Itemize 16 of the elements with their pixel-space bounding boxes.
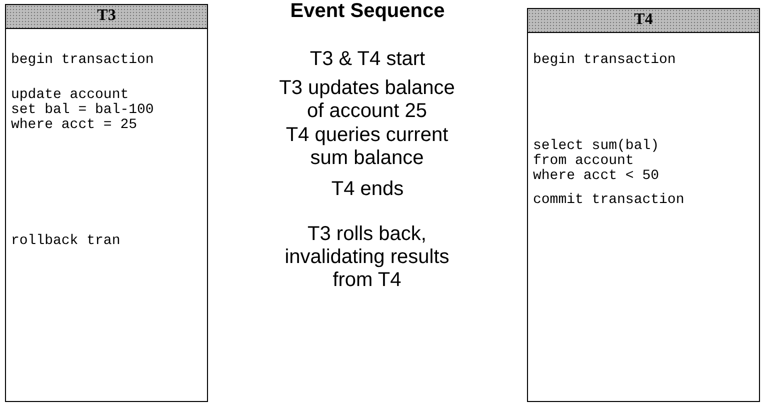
event-description: T3 & T4 start [308, 48, 426, 71]
event-description: T4 queries current sum balance [284, 124, 450, 170]
code-text: select sum(bal) from account where acct < 50 [533, 139, 660, 184]
event-description: T3 rolls back, invalidating results from T4 [284, 223, 450, 292]
code-text: begin transaction [533, 53, 677, 68]
transaction-panel [527, 8, 760, 402]
column-heading: T3 [96, 7, 117, 25]
code-text: update account set bal = bal-100 where acct = 25 [11, 88, 154, 133]
event-description: T4 ends [330, 178, 405, 201]
code-text: rollback tran [11, 234, 122, 249]
column-heading: T4 [633, 11, 654, 29]
code-text: begin transaction [11, 53, 155, 68]
transaction-panel [5, 4, 208, 402]
event-description: T3 updates balance of account 25 [278, 77, 456, 123]
diagram-title: Event Sequence [289, 0, 446, 23]
code-text: commit transaction [533, 193, 686, 208]
